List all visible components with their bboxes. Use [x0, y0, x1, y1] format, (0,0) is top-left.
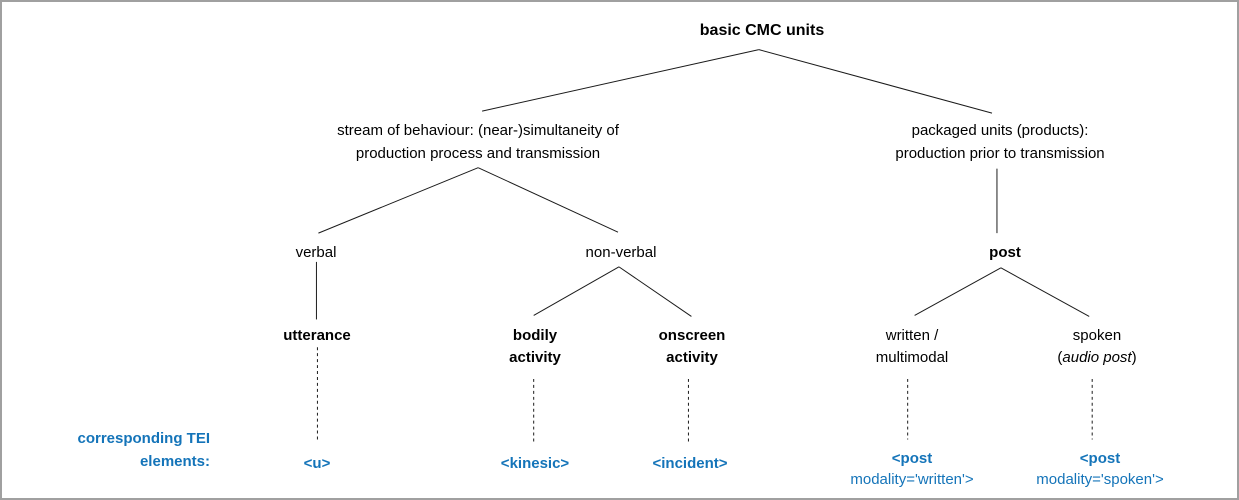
- edge-root-stream: [482, 49, 759, 112]
- tei-caption-line1: corresponding TEI: [77, 430, 210, 447]
- node-onscreen-activity: onscreen activity: [659, 325, 726, 369]
- node-packaged-units: packaged units (products): production pr…: [895, 119, 1104, 165]
- node-written-line2: multimodal: [875, 349, 949, 366]
- node-onscreen-line2: activity: [666, 349, 718, 366]
- edge-stream-verbal: [318, 167, 479, 234]
- node-basic-cmc-units: basic CMC units: [699, 22, 825, 39]
- edge-post-spoken: [1000, 267, 1090, 317]
- node-bodily-line2: activity: [509, 349, 561, 366]
- tei-element-kinesic: <kinesic>: [500, 455, 570, 472]
- node-bodily-activity: bodily activity: [509, 325, 561, 369]
- node-post: post: [989, 244, 1021, 261]
- tei-element-u: <u>: [303, 455, 331, 472]
- edge-root-packaged: [758, 49, 993, 114]
- node-packaged-line1: packaged units (products):: [911, 122, 1089, 139]
- spoken-paren-open: (: [1057, 349, 1063, 366]
- tei-post-spoken-line2: modality='spoken'>: [1036, 471, 1164, 488]
- node-verbal: verbal: [295, 244, 337, 261]
- tei-post-written-line1: <post: [891, 450, 933, 467]
- tei-post-spoken-line1: <post: [1079, 450, 1121, 467]
- edge-post-written: [914, 267, 1002, 316]
- node-written-multimodal: written / multimodal: [876, 325, 949, 369]
- node-spoken-line1: spoken: [1072, 327, 1122, 344]
- edge-stream-nonverbal: [477, 167, 619, 233]
- node-spoken-line2: (audio post): [1057, 347, 1136, 369]
- edge-nonverbal-bodily: [533, 266, 620, 316]
- tei-caption: corresponding TEI elements:: [32, 427, 210, 473]
- node-packaged-line2: production prior to transmission: [895, 145, 1105, 162]
- tei-element-incident: <incident>: [652, 455, 728, 472]
- node-stream-of-behaviour: stream of behaviour: (near-)simultaneity…: [337, 119, 619, 165]
- node-onscreen-line1: onscreen: [658, 327, 726, 344]
- spoken-audio-post-italic: audio post: [1062, 349, 1132, 366]
- tei-post-written-line2: modality='written'>: [850, 471, 974, 488]
- tei-element-post-written: <post modality='written'>: [850, 448, 973, 490]
- node-stream-line2: production process and transmission: [355, 145, 601, 162]
- node-spoken-audio-post: spoken (audio post): [1057, 325, 1136, 369]
- node-non-verbal: non-verbal: [585, 244, 657, 261]
- node-written-line1: written /: [885, 327, 939, 344]
- spoken-paren-close: ): [1131, 349, 1137, 366]
- node-utterance: utterance: [283, 327, 351, 344]
- edge-nonverbal-onscreen: [618, 266, 692, 317]
- node-stream-line1: stream of behaviour: (near-)simultaneity…: [337, 122, 619, 139]
- node-bodily-line1: bodily: [512, 327, 558, 344]
- tei-caption-line2: elements:: [139, 453, 210, 470]
- tei-element-post-spoken: <post modality='spoken'>: [1036, 448, 1163, 490]
